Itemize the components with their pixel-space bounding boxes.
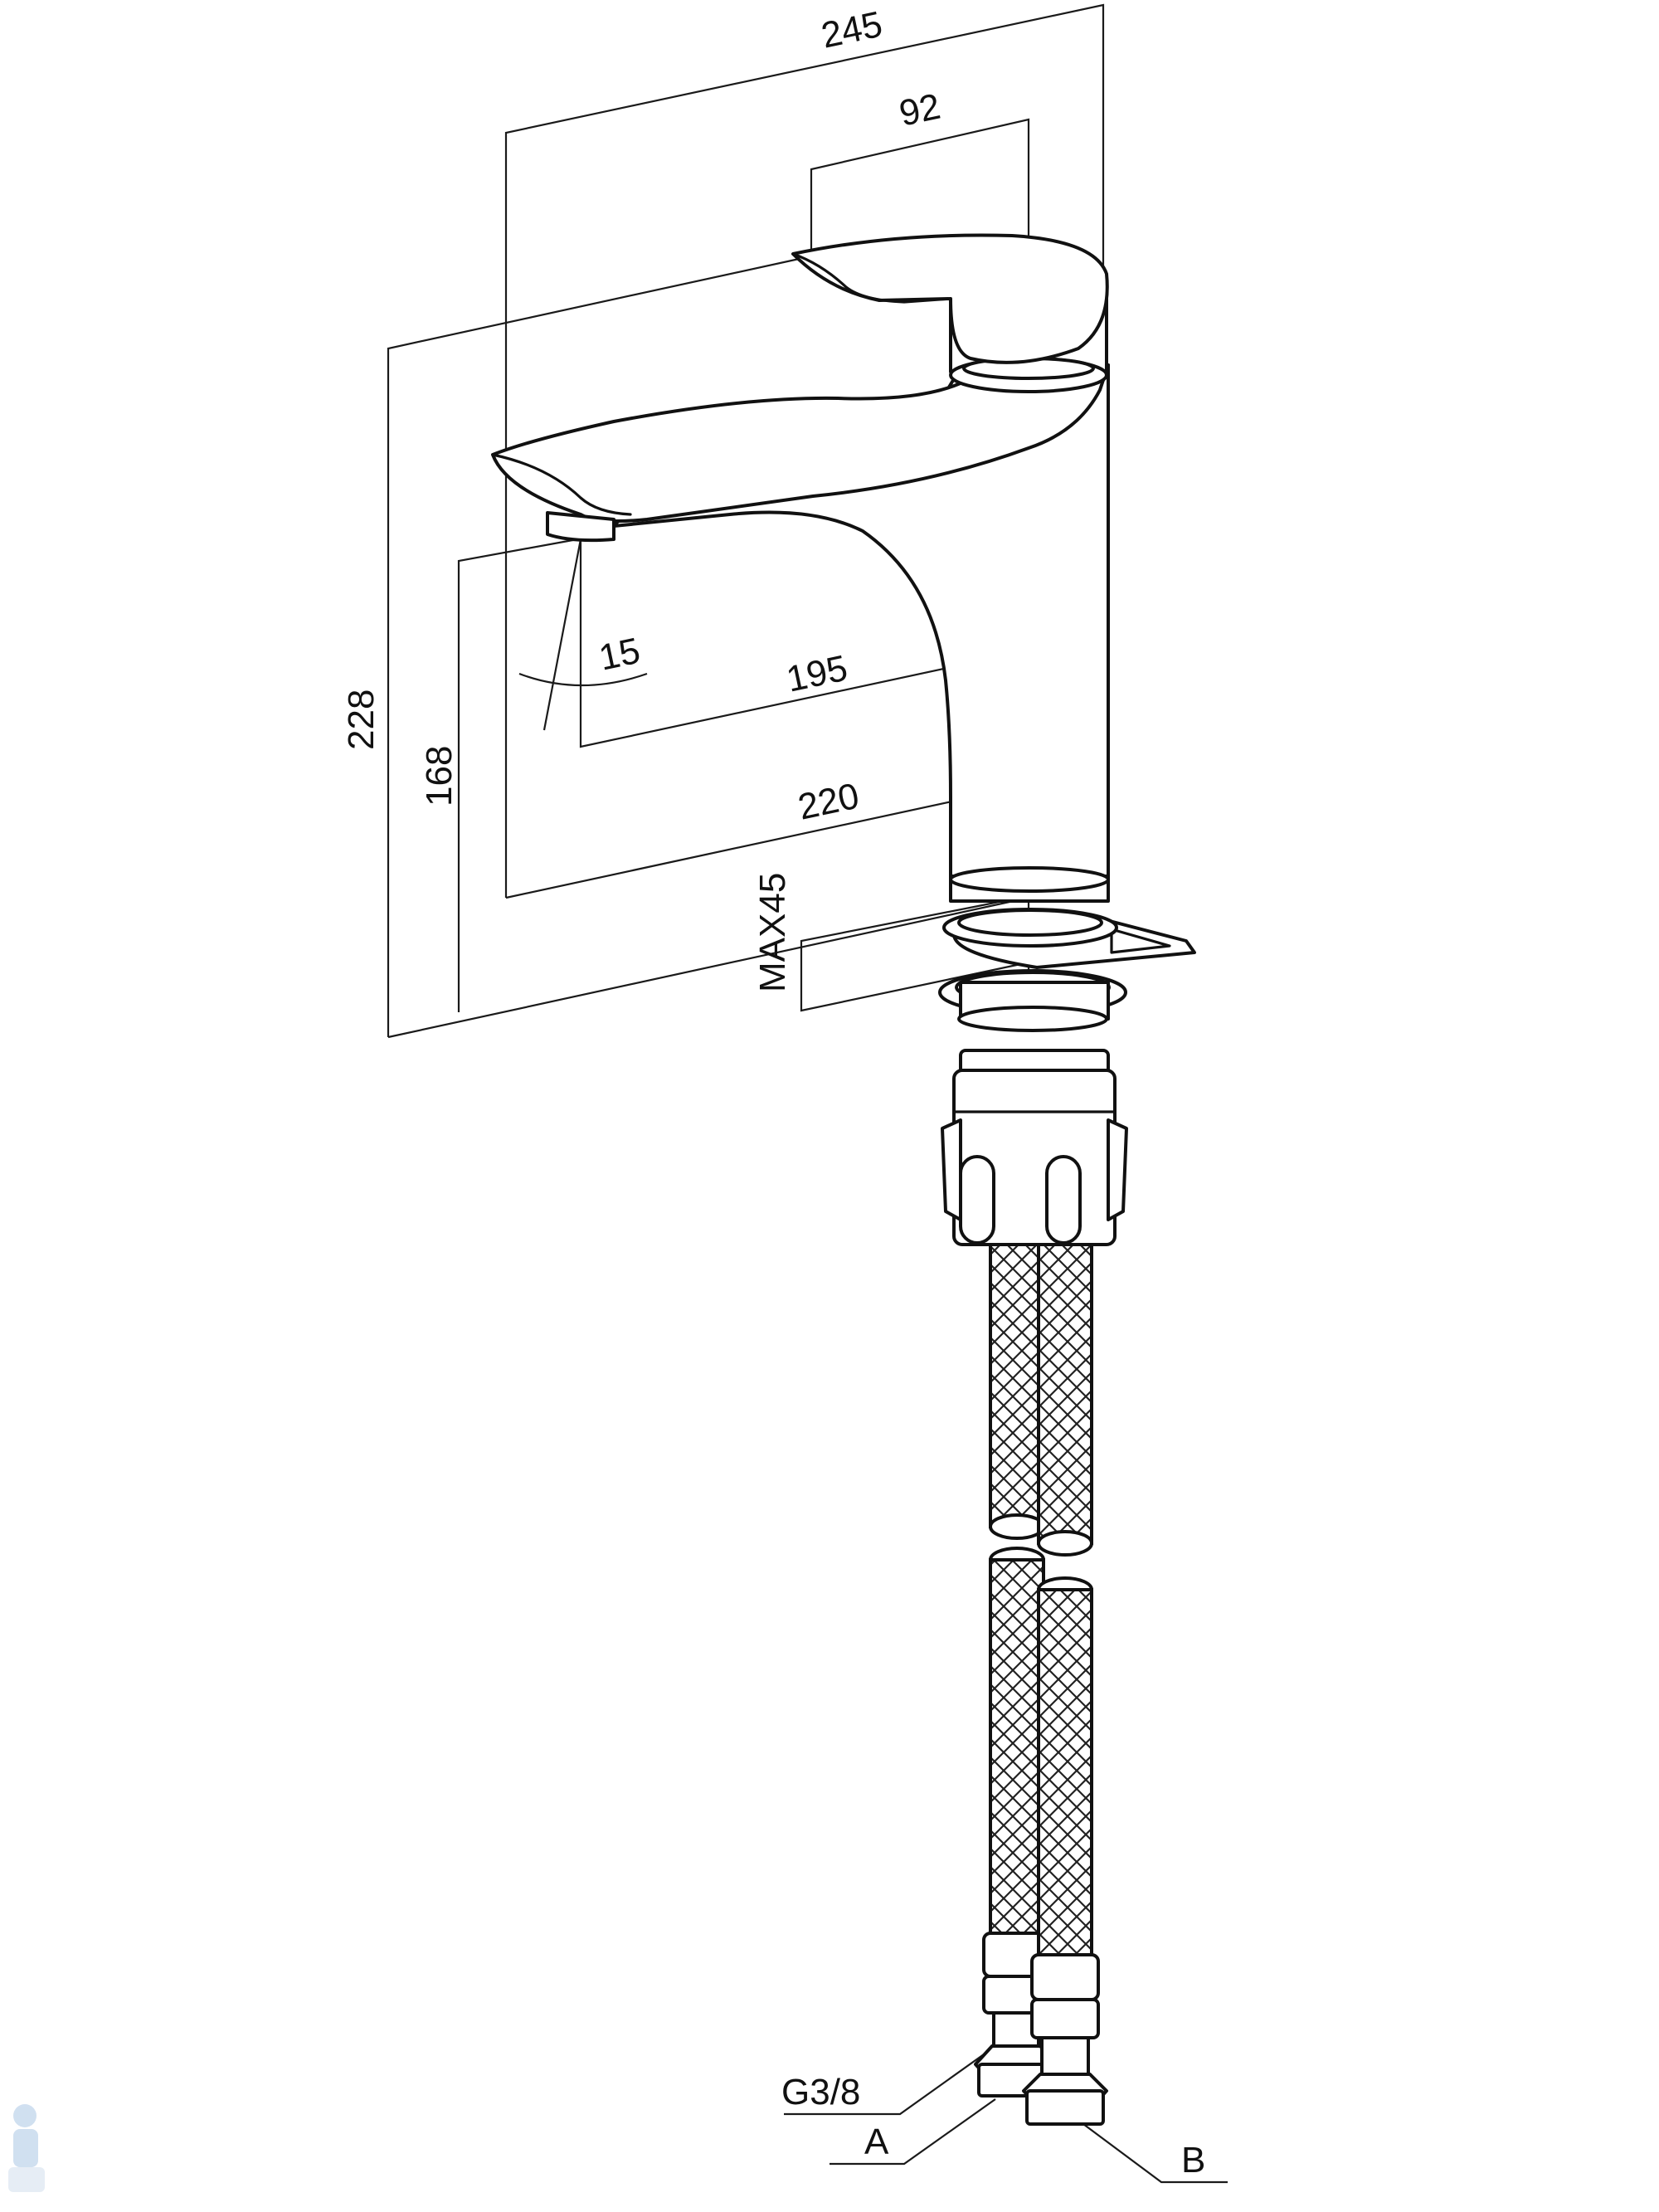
dimension-lines [387,3,1228,2184]
dim-92: 92 [896,86,944,134]
faucet-body [491,233,1110,903]
dimension-labels: 245 92 228 168 15 195 220 MAX45 G3/8 A B [341,4,1205,2180]
hose-a [974,1243,1058,2098]
washers [938,908,1196,1032]
dim-220: 220 [795,776,863,828]
label-g38: G3/8 [781,2072,860,2112]
hose-b [1022,1243,1108,2126]
dim-15: 15 [596,631,644,679]
dim-245: 245 [818,4,886,56]
mounting-nut [941,1049,1128,1246]
leader-g38 [784,2045,996,2116]
watermark-plumber-icon [8,2104,45,2192]
leader-b [1082,2123,1228,2184]
dim-max45: MAX45 [752,873,793,992]
dim-168: 168 [419,746,460,806]
leader-a [830,2098,996,2166]
label-b: B [1181,2140,1205,2180]
label-a: A [864,2122,889,2162]
dim-195: 195 [783,648,851,700]
dim-228: 228 [341,689,382,750]
